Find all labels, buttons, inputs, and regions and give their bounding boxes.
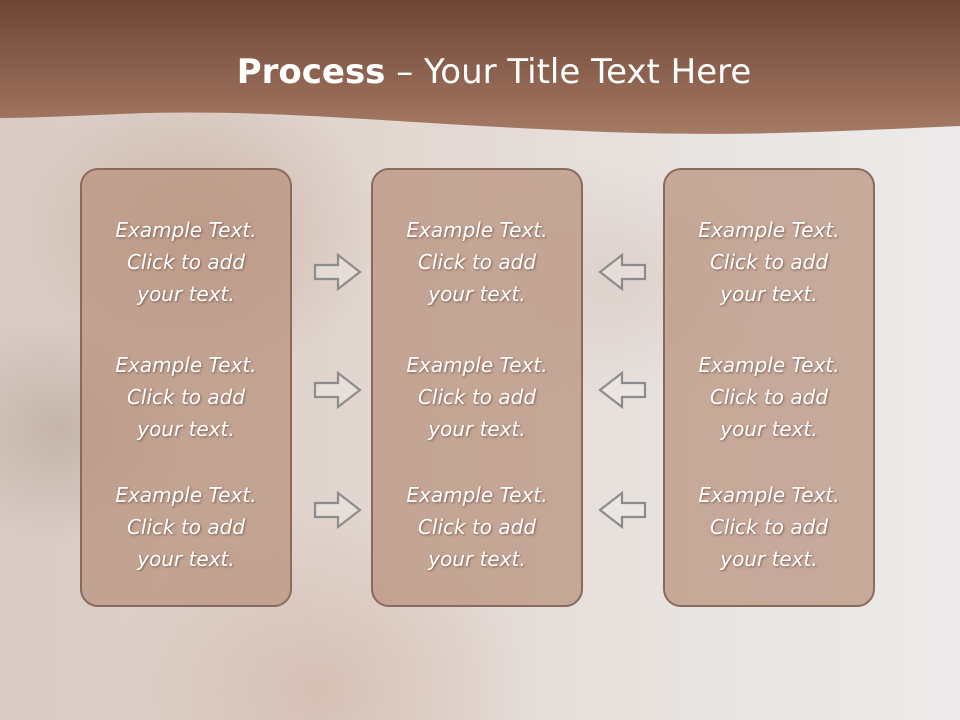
text-placeholder[interactable]: Example Text. Click to add your text. <box>82 349 290 445</box>
text-line: Example Text. <box>406 218 548 242</box>
text-line: your text. <box>137 547 235 571</box>
text-line: your text. <box>720 282 818 306</box>
text-placeholder[interactable]: Example Text. Click to add your text. <box>665 349 873 445</box>
text-line: Example Text. <box>698 218 840 242</box>
title-rest: – Your Title Text Here <box>385 52 752 92</box>
text-line: Click to add <box>709 385 829 409</box>
text-line: Click to add <box>709 250 829 274</box>
text-line: Example Text. <box>698 353 840 377</box>
right-arrow-icon[interactable] <box>313 490 363 530</box>
left-arrow-icon[interactable] <box>597 490 647 530</box>
text-placeholder[interactable]: Example Text. Click to add your text. <box>82 214 290 310</box>
text-line: your text. <box>720 547 818 571</box>
text-line: your text. <box>428 282 526 306</box>
text-line: Click to add <box>417 250 537 274</box>
text-line: Click to add <box>709 515 829 539</box>
text-line: Example Text. <box>115 353 257 377</box>
title-bold: Process <box>236 52 386 92</box>
text-line: Example Text. <box>115 218 257 242</box>
text-placeholder[interactable]: Example Text. Click to add your text. <box>665 214 873 310</box>
text-placeholder[interactable]: Example Text. Click to add your text. <box>82 479 290 575</box>
right-arrow-icon[interactable] <box>313 370 363 410</box>
text-line: your text. <box>428 417 526 441</box>
left-arrow-icon[interactable] <box>597 370 647 410</box>
title-banner <box>0 0 960 134</box>
text-line: Click to add <box>417 515 537 539</box>
text-placeholder[interactable]: Example Text. Click to add your text. <box>665 479 873 575</box>
process-box-left[interactable]: Example Text. Click to add your text. Ex… <box>80 168 292 607</box>
text-line: Click to add <box>126 515 246 539</box>
text-line: Example Text. <box>406 483 548 507</box>
text-line: Example Text. <box>115 483 257 507</box>
process-box-right[interactable]: Example Text. Click to add your text. Ex… <box>663 168 875 607</box>
text-line: your text. <box>428 547 526 571</box>
slide-title[interactable]: Process – Your Title Text Here <box>0 52 960 92</box>
text-placeholder[interactable]: Example Text. Click to add your text. <box>373 214 581 310</box>
process-box-middle[interactable]: Example Text. Click to add your text. Ex… <box>371 168 583 607</box>
right-arrow-icon[interactable] <box>313 252 363 292</box>
text-line: Click to add <box>417 385 537 409</box>
text-line: your text. <box>137 417 235 441</box>
text-line: Click to add <box>126 385 246 409</box>
text-line: Example Text. <box>698 483 840 507</box>
text-placeholder[interactable]: Example Text. Click to add your text. <box>373 349 581 445</box>
text-line: your text. <box>137 282 235 306</box>
text-line: Click to add <box>126 250 246 274</box>
text-placeholder[interactable]: Example Text. Click to add your text. <box>373 479 581 575</box>
left-arrow-icon[interactable] <box>597 252 647 292</box>
text-line: Example Text. <box>406 353 548 377</box>
text-line: your text. <box>720 417 818 441</box>
